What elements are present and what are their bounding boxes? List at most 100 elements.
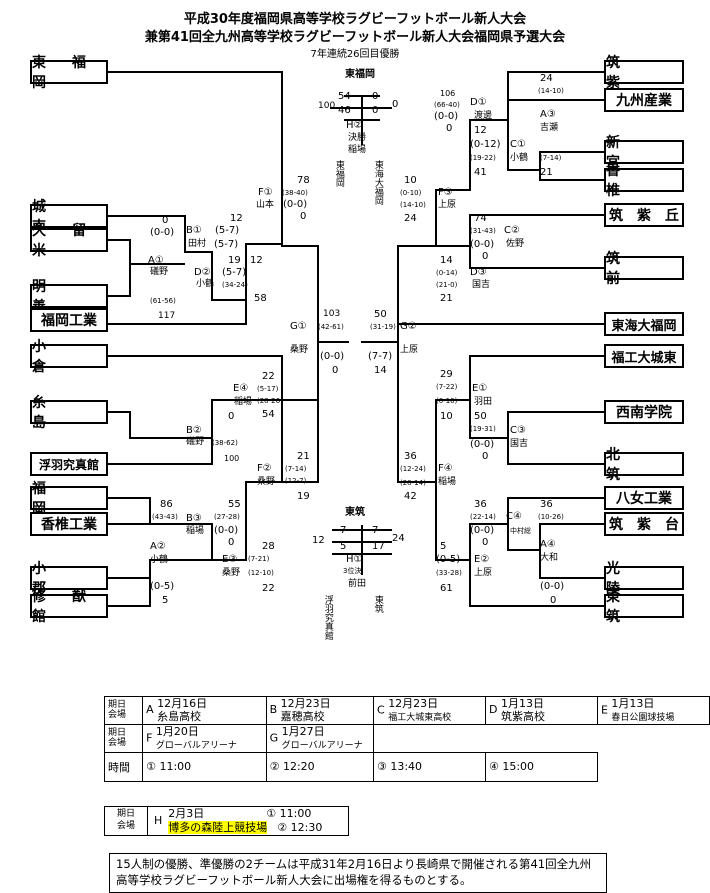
schedule-cell-g: G 1月27日グローバルアリーナ (265, 723, 375, 753)
half-score: (7-14) (540, 154, 562, 162)
score: 22 (262, 583, 275, 594)
score: 10 (440, 411, 453, 422)
venue: 稲場 (438, 477, 457, 487)
venue: 羽田 (474, 397, 493, 407)
score: 36 (540, 499, 553, 510)
venue: 桑野 (290, 345, 309, 355)
team-higashichiku: 東 筑 (604, 589, 684, 625)
half-score: (0-0) (320, 351, 345, 362)
team-ukiha-kyushinkan: 浮羽究真館 (30, 452, 108, 476)
game-code: A② (150, 541, 166, 552)
score: 106 (440, 89, 456, 98)
third-right-total: 24 (392, 533, 405, 544)
score: 100 (224, 454, 240, 463)
time-slot-3: ③ 13:40 (373, 751, 486, 782)
half-score: (0-0) (470, 439, 495, 450)
game-code: E① (472, 383, 488, 394)
half-score: (7-14) (285, 465, 307, 473)
final-left-h1: 54 (338, 91, 351, 102)
score: 19 (297, 491, 310, 502)
venue: 大和 (540, 553, 559, 563)
note-box: 15人制の優勝、準優勝の2チームは平成31年2月16日より長崎県で開催される第4… (109, 853, 607, 893)
team-shingu: 新 宮 (604, 135, 684, 171)
schedule-cell-e: E 1月13日春日公園球技場 (596, 696, 710, 725)
score: 103 (323, 309, 341, 319)
final-right-h1: 0 (372, 91, 379, 102)
game-code: G② (400, 321, 417, 332)
game-code: C② (504, 225, 520, 236)
third-game-code: H① (346, 554, 363, 565)
half-score: (12-7) (285, 477, 307, 485)
schedule-cell-a: A 12月16日糸島高校 (142, 696, 267, 725)
team-chikushi: 筑 紫 (604, 55, 684, 91)
team-kashii-kogyo: 香椎工業 (30, 512, 108, 536)
game-code: B③ (186, 513, 202, 524)
half-score: (31-43) (470, 227, 496, 235)
venue: 渡邊 (474, 111, 493, 121)
score: 36 (404, 451, 417, 462)
score: 0 (300, 211, 307, 222)
game-code: A④ (540, 539, 556, 550)
score: 12 (230, 213, 243, 224)
venue: 桑野 (257, 477, 276, 487)
score: 0 (550, 595, 557, 606)
half-score: (0-0) (434, 111, 459, 122)
game-code: D③ (470, 267, 487, 278)
score: 14 (374, 365, 387, 376)
half-score: (31-19) (370, 323, 396, 331)
score: 42 (404, 491, 417, 502)
time-slot-4: ④ 15:00 (484, 751, 598, 782)
game-code: B① (186, 225, 202, 236)
team-chikushigaoka: 筑 紫 丘 (604, 203, 684, 227)
schedule-cell-c: C 12月23日福工大城東高校 (373, 696, 486, 725)
team-fukuoka: 福 岡 (30, 481, 108, 517)
game-code: F② (257, 463, 272, 474)
score: 24 (404, 213, 417, 224)
game-code: A③ (540, 109, 556, 120)
venue: 上原 (438, 200, 457, 210)
team-ogori: 小 郡 (30, 561, 108, 597)
score: 0 (482, 537, 489, 548)
score: 28 (262, 541, 275, 552)
final-game-code: H② (346, 120, 363, 131)
schedule-cell-f: F 1月20日グローバルアリーナ (142, 723, 267, 753)
half-score: (0-10) (400, 189, 422, 197)
game-code: D① (470, 97, 487, 108)
score: 5 (440, 541, 447, 552)
venue: 中村総 (510, 527, 531, 535)
score: 19 (228, 255, 241, 266)
score: 0 (228, 411, 235, 422)
score: 12 (250, 255, 263, 266)
score: 61 (440, 583, 453, 594)
score: 21 (440, 293, 453, 304)
score: 0 (482, 451, 489, 462)
half-score: (28-14) (400, 479, 426, 487)
score: 5 (162, 595, 169, 606)
team-kokura: 小 倉 (30, 339, 108, 375)
venue: 国吉 (510, 439, 529, 449)
team-shuyukan: 修 猷 館 (30, 589, 112, 625)
score: 24 (540, 73, 553, 84)
final-right-h2: 0 (372, 105, 379, 116)
half-score: (14-10) (538, 87, 564, 95)
team-fukuoka-kogyo: 福岡工業 (30, 308, 108, 332)
team-itoshima: 糸 島 (30, 395, 108, 431)
half-score: (0-0) (470, 239, 495, 250)
score: 10 (404, 175, 417, 186)
score: 0 (482, 251, 489, 262)
time-slot-2: ② 12:20 (265, 751, 375, 782)
game-code: F④ (438, 463, 453, 474)
venue: 稲場 (186, 526, 205, 536)
third-left-team: 浮羽究真館 (322, 595, 333, 640)
score: 55 (228, 499, 241, 510)
game-code: E③ (222, 554, 238, 565)
half-score: (12-24) (400, 465, 426, 473)
half-score: (0-10) (436, 397, 458, 405)
date-venue-label: 期日会場 (104, 806, 148, 836)
score: 74 (474, 213, 487, 224)
venue: 山本 (256, 200, 275, 210)
half-score: (0-5) (150, 581, 175, 592)
game-code: F③ (438, 187, 453, 198)
